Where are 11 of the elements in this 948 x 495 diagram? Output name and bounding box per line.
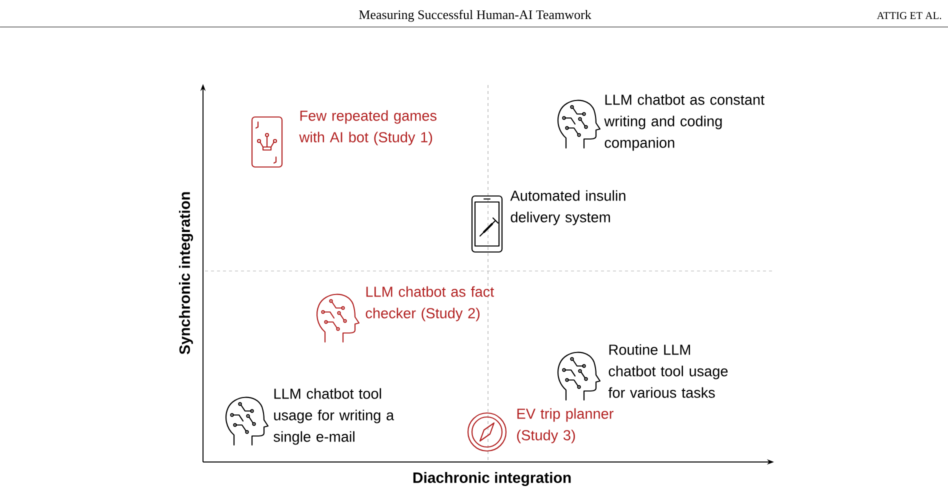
item-label: LLM chatbot tool usage for writing a single e-mail (274, 388, 394, 445)
axis-label: Synchronic integration (178, 192, 194, 354)
item-label: EV trip planner (Study 3) (517, 408, 614, 444)
axis-label: Diachronic integration (413, 472, 571, 486)
running-title: Measuring Successful Human-AI Teamwork (359, 10, 592, 22)
item-label: Few repeated games with AI bot (Study 1) (299, 110, 436, 146)
item-label: LLM chatbot as constant writing and coding companion (604, 94, 764, 151)
item-label: LLM chatbot as fact checker (Study 2) (366, 286, 494, 322)
item-label: Automated insulin delivery system (510, 190, 626, 226)
item-label: Routine LLM chatbot tool usage for various tasks (608, 344, 728, 398)
author-name: ATTIG ET AL. (876, 12, 942, 20)
